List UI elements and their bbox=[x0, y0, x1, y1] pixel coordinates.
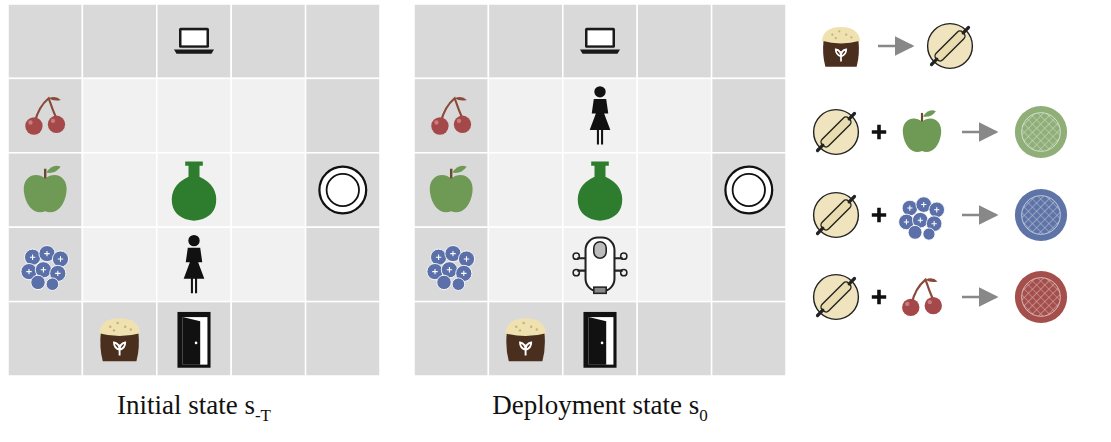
plate-icon bbox=[319, 167, 366, 214]
human-icon bbox=[184, 235, 205, 293]
recipe-arrow bbox=[962, 131, 996, 134]
pie-icon bbox=[1015, 271, 1067, 323]
grid-cell bbox=[157, 153, 231, 227]
panel-caption: Initial state s-T bbox=[117, 390, 271, 421]
robot-icon bbox=[573, 238, 627, 294]
caption-subscript: 0 bbox=[699, 406, 708, 425]
caption-text: Initial state s bbox=[117, 390, 255, 420]
grid-cell bbox=[637, 302, 711, 376]
door-icon bbox=[583, 312, 616, 368]
grid-cell bbox=[82, 78, 156, 152]
grid-cell bbox=[712, 153, 786, 227]
grid-cell bbox=[306, 302, 380, 376]
plus-sign bbox=[872, 125, 886, 139]
grid-cell bbox=[8, 302, 82, 376]
flour-sack-icon bbox=[99, 318, 140, 361]
human-icon bbox=[590, 86, 611, 144]
grid-cell bbox=[414, 78, 488, 152]
grid-cell bbox=[637, 4, 711, 78]
grid-cell bbox=[306, 78, 380, 152]
pie-icon bbox=[1015, 189, 1067, 241]
apple-icon bbox=[430, 166, 473, 213]
grid-cell bbox=[488, 78, 562, 152]
grid-cell bbox=[488, 4, 562, 78]
grid-cell bbox=[488, 302, 562, 376]
grid-cell bbox=[157, 78, 231, 152]
grid-cell bbox=[414, 227, 488, 301]
grid-cell bbox=[414, 302, 488, 376]
grid-cell bbox=[231, 302, 305, 376]
blueberries-icon bbox=[427, 246, 475, 291]
grid-cell bbox=[8, 4, 82, 78]
door-icon bbox=[177, 312, 210, 368]
grid-cell bbox=[8, 227, 82, 301]
grid-cell bbox=[8, 78, 82, 152]
laptop-icon bbox=[580, 28, 620, 54]
grid-cell bbox=[563, 227, 637, 301]
plate-icon bbox=[725, 167, 772, 214]
grid-cell bbox=[637, 153, 711, 227]
grid-cell bbox=[82, 153, 156, 227]
recipe-arrow bbox=[878, 45, 912, 48]
grid-cell bbox=[488, 227, 562, 301]
cherries-icon bbox=[25, 97, 65, 135]
grid-cell bbox=[82, 302, 156, 376]
grid-cell bbox=[306, 4, 380, 78]
grid-cell bbox=[82, 227, 156, 301]
recipe-arrow bbox=[962, 214, 996, 217]
flour-sack-icon bbox=[822, 27, 860, 67]
plus-sign bbox=[872, 208, 886, 222]
grid-cell bbox=[488, 153, 562, 227]
grid-cell bbox=[306, 227, 380, 301]
laptop-icon bbox=[174, 28, 214, 54]
grid-cell bbox=[563, 153, 637, 227]
grid-cell bbox=[637, 78, 711, 152]
grid-cell bbox=[414, 153, 488, 227]
grid-cell bbox=[712, 227, 786, 301]
blueberries-icon bbox=[21, 246, 69, 291]
grid-cell bbox=[712, 78, 786, 152]
grid-cell bbox=[157, 4, 231, 78]
panel-caption: Deployment state s0 bbox=[492, 390, 707, 421]
caption-subscript: -T bbox=[255, 406, 271, 425]
pie-icon bbox=[1015, 106, 1067, 158]
grid-cell bbox=[414, 4, 488, 78]
dough-icon bbox=[928, 24, 973, 69]
plus-sign bbox=[872, 290, 886, 304]
recipe-arrow bbox=[962, 296, 996, 299]
grid-cell bbox=[563, 302, 637, 376]
grid-cell bbox=[231, 78, 305, 152]
grid-cell bbox=[712, 4, 786, 78]
apple-icon bbox=[903, 110, 941, 152]
grid-cell bbox=[563, 4, 637, 78]
apple-icon bbox=[24, 166, 67, 213]
grid-cell bbox=[637, 227, 711, 301]
grid-cell bbox=[8, 153, 82, 227]
cherries-icon bbox=[431, 97, 471, 135]
dough-icon bbox=[814, 110, 859, 155]
grid-cell bbox=[82, 4, 156, 78]
grid-cell bbox=[306, 153, 380, 227]
grid-cell bbox=[563, 78, 637, 152]
grid-cell bbox=[231, 153, 305, 227]
cherries-icon bbox=[902, 278, 942, 316]
vase-icon bbox=[578, 161, 622, 220]
grid-cell bbox=[231, 227, 305, 301]
flour-sack-icon bbox=[505, 318, 546, 361]
grid-cell bbox=[231, 4, 305, 78]
dough-icon bbox=[814, 275, 859, 320]
grid-cell bbox=[712, 302, 786, 376]
caption-text: Deployment state s bbox=[492, 390, 699, 420]
grid-cell bbox=[157, 302, 231, 376]
berries-icon bbox=[899, 197, 945, 240]
vase-icon bbox=[172, 161, 216, 220]
dough-icon bbox=[814, 193, 859, 238]
grid-cell bbox=[157, 227, 231, 301]
